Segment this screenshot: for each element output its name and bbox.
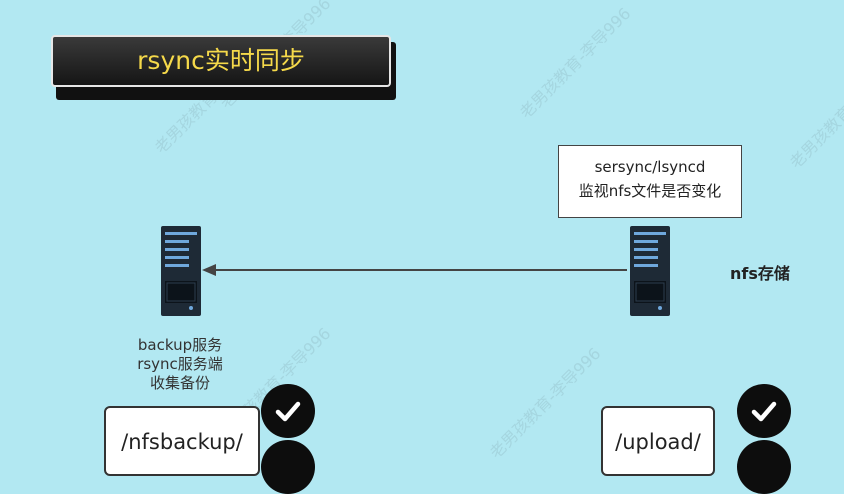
sync-tool-callout: sersync/lsyncd 监视nfs文件是否变化 bbox=[558, 145, 742, 218]
backup-server-label: backup服务 rsync服务端 收集备份 bbox=[115, 336, 245, 393]
backup-dir-label: /nfsbackup/ bbox=[121, 430, 243, 454]
callout-line-2: 监视nfs文件是否变化 bbox=[578, 182, 722, 200]
check-icon bbox=[737, 440, 791, 494]
page-title: rsync实时同步 bbox=[51, 35, 391, 87]
backup-label-line-2: rsync服务端 bbox=[137, 355, 223, 373]
nfs-storage-label: nfs存储 bbox=[730, 264, 790, 283]
nfs-dir-box: /upload/ bbox=[601, 406, 715, 476]
backup-label-line-3: 收集备份 bbox=[149, 374, 210, 392]
sync-arrow bbox=[202, 264, 627, 276]
nfs-dir-label: /upload/ bbox=[615, 430, 701, 454]
check-icon bbox=[261, 384, 315, 438]
check-icon bbox=[737, 384, 791, 438]
backup-server-icon bbox=[161, 226, 201, 316]
nfs-server-icon bbox=[630, 226, 670, 316]
backup-label-line-1: backup服务 bbox=[137, 336, 223, 354]
backup-dir-box: /nfsbackup/ bbox=[104, 406, 260, 476]
callout-line-1: sersync/lsyncd bbox=[594, 158, 706, 176]
check-icon bbox=[261, 440, 315, 494]
